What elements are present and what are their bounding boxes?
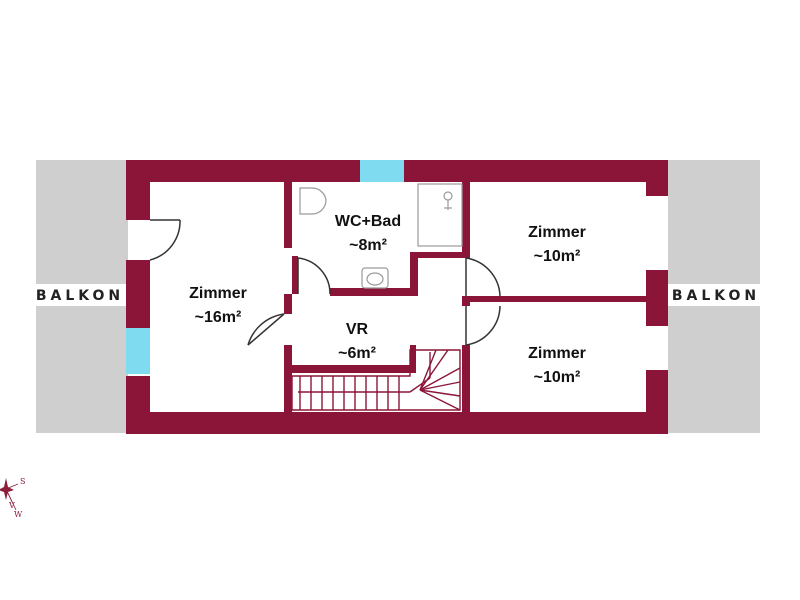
- balcony-right-label: BALKON: [672, 288, 760, 304]
- bathroom-fixtures: [299, 183, 463, 289]
- room-vr-name: VR: [346, 321, 369, 338]
- stair-step: [419, 349, 437, 391]
- stair-step: [419, 389, 461, 411]
- doors: [149, 219, 501, 346]
- compass-letter-w: W: [14, 510, 23, 519]
- compass-letter-s: S: [20, 477, 25, 486]
- window-left: [126, 328, 150, 374]
- interior-walls: [284, 182, 646, 412]
- stair-step: [419, 389, 461, 397]
- compass-letter-v: V: [8, 501, 15, 510]
- room-zimmer-10-upper-area: ~10m²: [534, 248, 581, 265]
- outer-walls: [126, 160, 668, 434]
- room-wc-bad-name: WC+Bad: [335, 213, 401, 230]
- window-top: [360, 160, 404, 182]
- balcony-left-label: BALKON: [36, 288, 124, 304]
- staircase: [291, 349, 461, 411]
- room-zimmer-10-lower-area: ~10m²: [534, 369, 581, 386]
- stair-step: [419, 381, 461, 391]
- room-zimmer-16-name: Zimmer: [189, 285, 247, 302]
- room-labels: Zimmer ~16m² WC+Bad ~8m² Zimmer ~10m² VR…: [189, 213, 586, 386]
- room-zimmer-16-area: ~16m²: [195, 309, 242, 326]
- stair-step: [419, 367, 461, 391]
- room-vr-area: ~6m²: [338, 345, 376, 362]
- room-wc-bad-area: ~8m²: [349, 237, 387, 254]
- stair-step: [419, 349, 449, 391]
- room-zimmer-10-lower-name: Zimmer: [528, 345, 586, 362]
- room-zimmer-10-upper-name: Zimmer: [528, 224, 586, 241]
- compass: S V W: [0, 477, 25, 519]
- staircase-outline: [291, 349, 461, 411]
